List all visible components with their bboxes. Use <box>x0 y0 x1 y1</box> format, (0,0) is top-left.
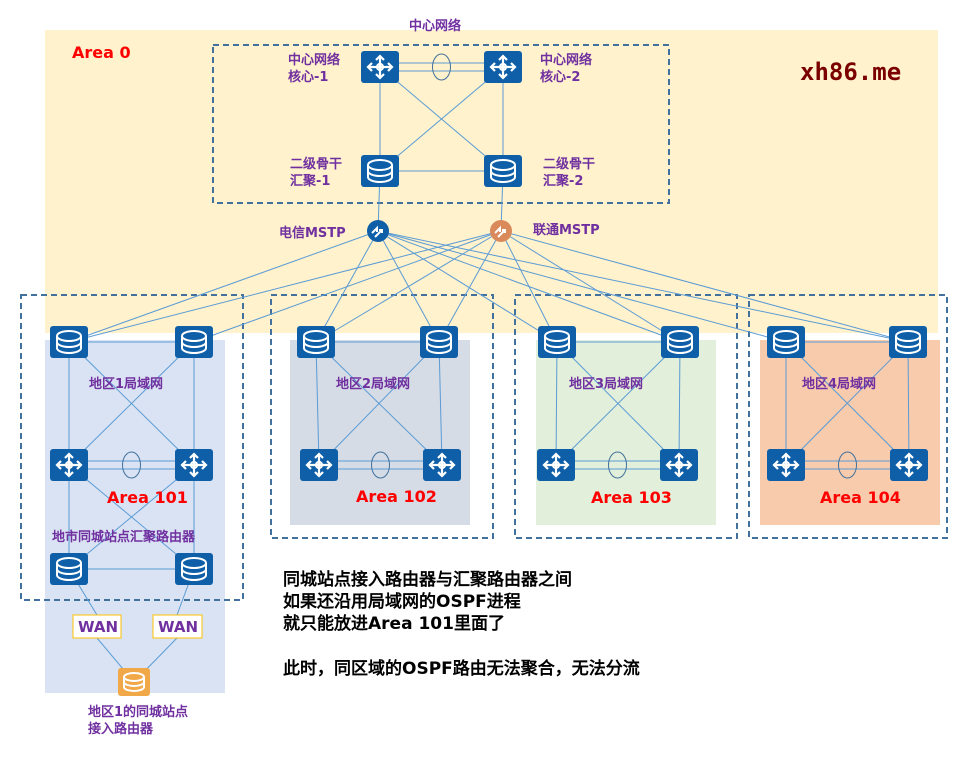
mstp-link <box>500 230 909 343</box>
access-router-label: 地区1的同城站点 <box>88 704 188 720</box>
region4-router[interactable] <box>888 447 930 483</box>
agg2-label: 二级骨干 <box>543 156 595 172</box>
link-aggregation-icon <box>122 451 141 479</box>
core-router-2[interactable] <box>482 49 524 85</box>
region4-core-switch[interactable] <box>766 325 806 359</box>
agg1-label: 汇聚-1 <box>290 174 330 189</box>
mstp-link <box>68 230 379 343</box>
region2-lan-label: 地区2局域网 <box>336 376 410 392</box>
mstp-link <box>438 230 502 343</box>
region4-router[interactable] <box>765 447 807 483</box>
aggregation-switch-2[interactable] <box>483 154 523 188</box>
region1-router[interactable] <box>173 447 215 483</box>
access-router-label: 接入路由器 <box>88 721 154 737</box>
area101-label: Area 101 <box>107 488 188 507</box>
wan-label: WAN <box>78 618 118 636</box>
city-aggregation-label: 地市同城站点汇聚路由器 <box>52 529 196 545</box>
area102-label: Area 102 <box>356 487 437 506</box>
core-router-1[interactable] <box>359 49 401 85</box>
region4-lan-label: 地区4局域网 <box>802 376 876 392</box>
core1-label: 核心-1 <box>288 69 328 85</box>
link-aggregation-icon <box>371 451 390 479</box>
link <box>68 464 195 570</box>
area104-label: Area 104 <box>820 488 901 507</box>
link <box>678 341 681 466</box>
link <box>68 341 195 466</box>
link-aggregation-icon <box>432 53 451 81</box>
link <box>555 341 558 466</box>
region4-core-switch[interactable] <box>888 325 928 359</box>
unicom-mstp-label: 联通MSTP <box>533 222 600 238</box>
mstp-link <box>377 230 558 343</box>
access-router-icon[interactable] <box>118 668 150 696</box>
link <box>785 341 909 466</box>
core2-label: 核心-2 <box>540 69 580 85</box>
region3-background <box>536 340 716 525</box>
note-line: 同城站点接入路由器与汇聚路由器之间 <box>283 569 572 590</box>
link-aggregation-icon <box>608 451 627 479</box>
region1-background <box>45 340 225 693</box>
wan-box <box>72 614 122 639</box>
note-line: 如果还沿用局域网的OSPF进程 <box>283 591 521 612</box>
mstp-link <box>377 230 787 343</box>
aggregation-switch-1[interactable] <box>360 154 400 188</box>
region1-core-switch[interactable] <box>49 325 89 359</box>
mstp-link <box>315 230 379 343</box>
telecom-mstp-icon[interactable] <box>367 220 389 242</box>
area0-label: Area 0 <box>72 43 131 62</box>
core1-label: 中心网络 <box>288 52 340 68</box>
area103-label: Area 103 <box>591 488 672 507</box>
region3-lan-label: 地区3局域网 <box>569 376 643 392</box>
region3-core-switch[interactable] <box>660 325 700 359</box>
region2-router[interactable] <box>298 447 340 483</box>
agg1-label: 二级骨干 <box>290 156 342 172</box>
region3-boundary <box>514 294 738 539</box>
link <box>318 341 440 466</box>
region4-background <box>760 340 940 525</box>
link <box>379 66 504 172</box>
link <box>315 341 320 466</box>
region2-core-switch[interactable] <box>419 325 459 359</box>
region2-router[interactable] <box>421 447 463 483</box>
telecom-mstp-label: 电信MSTP <box>279 225 346 241</box>
region3-core-switch[interactable] <box>537 325 577 359</box>
mstp-link <box>500 230 681 343</box>
region4-boundary <box>748 294 948 539</box>
devices <box>48 49 930 696</box>
unicom-mstp-icon[interactable] <box>490 220 512 242</box>
links <box>68 53 910 683</box>
note-line: 此时，同区域的OSPF路由无法聚合，无法分流 <box>283 658 640 679</box>
region1-router[interactable] <box>48 447 90 483</box>
mstp-link <box>68 230 502 343</box>
region2-boundary <box>270 294 494 539</box>
center-network-title: 中心网络 <box>409 18 461 34</box>
note-line: 就只能放进Area 101里面了 <box>283 613 505 634</box>
mstp-link <box>315 230 502 343</box>
center-network-boundary <box>212 44 670 204</box>
link <box>907 341 910 466</box>
link <box>438 341 443 466</box>
city-aggregation-router-2[interactable] <box>174 552 214 586</box>
city-aggregation-router-1[interactable] <box>49 552 89 586</box>
wan-label: WAN <box>158 618 198 636</box>
wan-box <box>152 614 203 639</box>
region2-core-switch[interactable] <box>296 325 336 359</box>
region3-router[interactable] <box>535 447 577 483</box>
region3-router[interactable] <box>658 447 700 483</box>
region1-lan-label: 地区1局域网 <box>89 376 163 392</box>
region1-core-switch[interactable] <box>174 325 214 359</box>
core2-label: 中心网络 <box>540 52 592 68</box>
link-aggregation-icon <box>838 451 857 479</box>
mstp-link <box>377 230 909 343</box>
agg2-label: 汇聚-2 <box>543 174 583 189</box>
region1-boundary <box>20 294 244 601</box>
link <box>555 341 681 466</box>
mstp-link <box>500 230 558 343</box>
watermark: xh86.me <box>800 58 901 86</box>
